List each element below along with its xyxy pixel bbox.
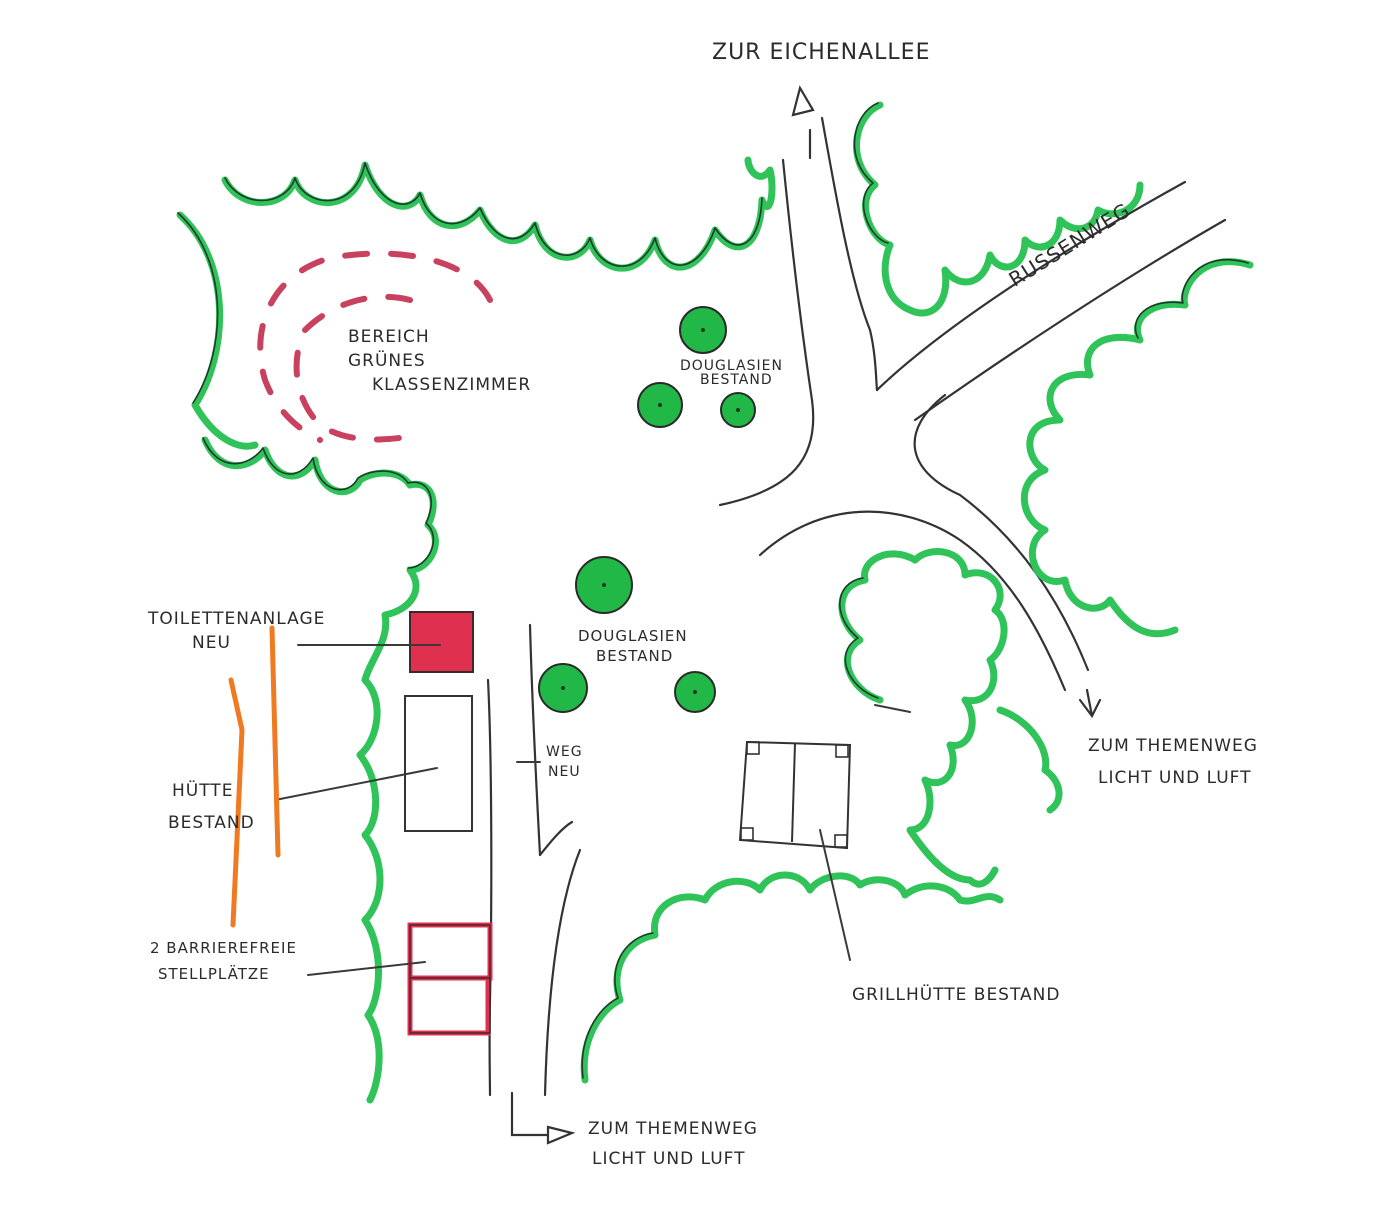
label-parking-1: 2 BARRIEREFREIE (150, 939, 297, 957)
hedge-west-lower-outline (202, 437, 435, 569)
tree (679, 306, 727, 354)
label-themenweg-south-1: ZUM THEMENWEG (588, 1119, 758, 1139)
orange-marks (228, 625, 281, 928)
hedge-west-lower (201, 436, 439, 1104)
hedge-south (580, 871, 1004, 1084)
orange-line-right (269, 625, 281, 858)
tree (637, 382, 683, 428)
russenweg-upper-edge (875, 180, 1187, 392)
label-classroom-1: BEREICH (348, 327, 430, 347)
hedge-central (838, 548, 1008, 888)
orange-line-left (228, 677, 245, 928)
label-parking-2: STELLPLÄTZE (158, 965, 270, 983)
label-grill-hut: GRILLHÜTTE BESTAND (852, 985, 1061, 1005)
hedges (176, 101, 1254, 1104)
tree (720, 392, 756, 428)
arrow-north-head (791, 85, 815, 117)
leader-hedge-central (874, 704, 911, 713)
arrow-south (510, 1091, 576, 1145)
hedge-north (221, 156, 776, 272)
hedge-central-outline (839, 577, 879, 699)
hedge-west-arc-outline (177, 212, 219, 404)
hedge-north-outline (224, 162, 763, 267)
toilet-building-new (409, 611, 474, 673)
label-douglas-top-2: BESTAND (700, 372, 773, 388)
road-east-lower-edge (758, 510, 1067, 692)
classroom-arc-outer (257, 250, 493, 443)
label-toilet-1: TOILETTENANLAGE (148, 609, 326, 629)
label-themenweg-east-1: ZUM THEMENWEG (1088, 736, 1258, 756)
label-toilet-2: NEU (192, 633, 231, 653)
label-douglas-top-1: DOUGLASIEN (680, 358, 783, 374)
hedge-east-outline (1134, 258, 1249, 339)
label-douglas-mid-1: DOUGLASIEN (578, 627, 688, 645)
parking-spaces (407, 922, 493, 1036)
hedge-east-lower (996, 706, 1063, 814)
tree (538, 663, 588, 713)
road-north-right-edge (820, 116, 879, 392)
parking-space (407, 922, 493, 981)
buildings (404, 611, 852, 1036)
hedge-east (1020, 258, 1254, 638)
label-themenweg-south-2: LICHT UND LUFT (592, 1149, 746, 1169)
path-south-edge (543, 848, 582, 1097)
road-north-left-edge (718, 158, 815, 507)
path-new-hook (538, 820, 574, 857)
label-douglas-mid-2: BESTAND (596, 647, 674, 665)
leader-lines (274, 644, 911, 976)
road-east-upper-edge (913, 393, 1090, 672)
label-north-direction: ZUR EICHENALLEE (712, 40, 931, 65)
label-path-new-2: NEU (548, 764, 581, 780)
label-classroom-3: KLASSENZIMMER (372, 375, 532, 395)
hedge-northeast (853, 101, 1144, 317)
hedge-west-arc (176, 211, 259, 450)
leader-grill-hut (819, 829, 851, 961)
roads (486, 85, 1227, 1145)
douglas-trees (538, 306, 756, 713)
parking-space (407, 975, 491, 1036)
label-hut-2: BESTAND (168, 813, 255, 833)
russenweg-lower-edge (913, 218, 1227, 422)
green-classroom-area (257, 250, 493, 443)
leader-parking (307, 961, 426, 976)
tree (575, 556, 633, 614)
hedge-northeast-outline (853, 102, 889, 244)
path-new-edge (528, 623, 542, 857)
hut-existing (404, 695, 473, 832)
label-path-new-1: WEG (546, 744, 583, 760)
arrow-east-head (1078, 688, 1102, 719)
leader-hut (274, 767, 438, 801)
classroom-arc-inner (293, 293, 423, 443)
hedge-south-outline (581, 932, 654, 1079)
label-themenweg-east-2: LICHT UND LUFT (1098, 768, 1252, 788)
grill-hut-existing (738, 740, 852, 850)
tree (674, 671, 716, 713)
label-hut-1: HÜTTE (172, 781, 234, 801)
label-classroom-2: GRÜNES (348, 351, 426, 371)
